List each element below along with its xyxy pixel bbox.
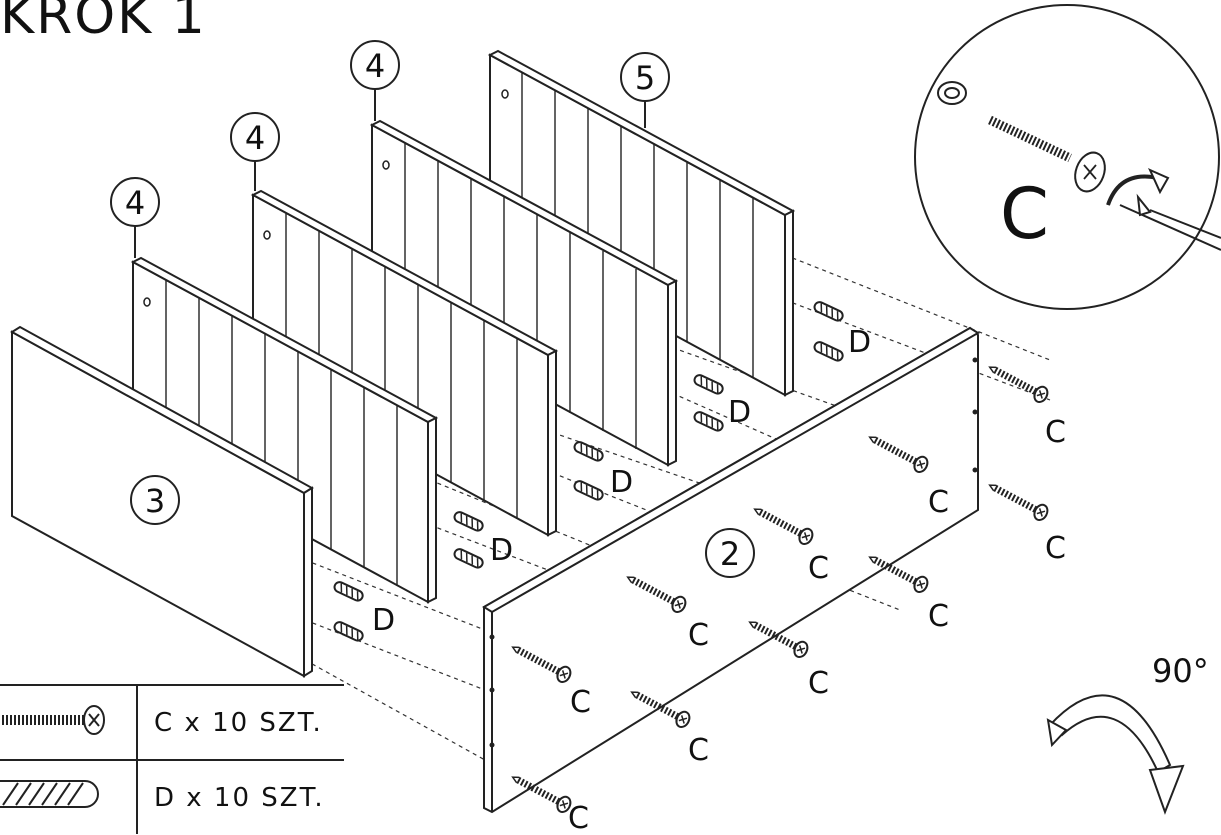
- panel-5: [487, 49, 796, 397]
- screw-label: C: [1045, 531, 1066, 566]
- panel-number-4c: 4: [365, 47, 385, 85]
- parts-icon-cell: [0, 684, 138, 761]
- screw-label: C: [688, 733, 709, 768]
- parts-row: D x 10 SZT.: [0, 759, 344, 834]
- panel-number-3: 3: [145, 482, 165, 520]
- dowel-label: D: [372, 603, 395, 638]
- panel-number-5: 5: [635, 59, 655, 97]
- screw-label: C: [928, 485, 949, 520]
- screw-label: C: [568, 801, 589, 831]
- detail-magnifier: [914, 4, 1221, 310]
- panel-4b: [250, 189, 559, 537]
- detail-label: C: [1000, 173, 1049, 255]
- screw-label: C: [808, 666, 829, 701]
- dowel-label: D: [848, 325, 871, 360]
- screw-label: C: [1045, 415, 1066, 450]
- screw-label: C: [928, 599, 949, 634]
- panel-number-4b: 4: [245, 119, 265, 157]
- dowel-label: D: [610, 465, 633, 500]
- screw-icon: [0, 705, 105, 735]
- dowel-label: D: [728, 395, 751, 430]
- dowel-icon: [0, 780, 99, 808]
- parts-list: C x 10 SZT. D x 10 SZT.: [0, 684, 344, 834]
- screw-label: C: [808, 551, 829, 586]
- angle-label: 90°: [1152, 652, 1209, 690]
- dowel-label: D: [490, 533, 513, 568]
- parts-icon-cell: [0, 759, 138, 834]
- panel-number-4a: 4: [125, 184, 145, 222]
- number-circles: [110, 40, 755, 578]
- parts-text: C x 10 SZT.: [136, 684, 344, 761]
- rotate-arrow-icon: [1046, 694, 1185, 815]
- parts-text: D x 10 SZT.: [136, 759, 344, 834]
- panel-4a: [130, 256, 439, 604]
- screw-label: C: [570, 685, 591, 720]
- step-title: KROK 1: [0, 0, 207, 46]
- panel-4c: [369, 119, 679, 467]
- panel-number-2: 2: [720, 535, 740, 573]
- screw-label: C: [688, 618, 709, 653]
- parts-row: C x 10 SZT.: [0, 684, 344, 761]
